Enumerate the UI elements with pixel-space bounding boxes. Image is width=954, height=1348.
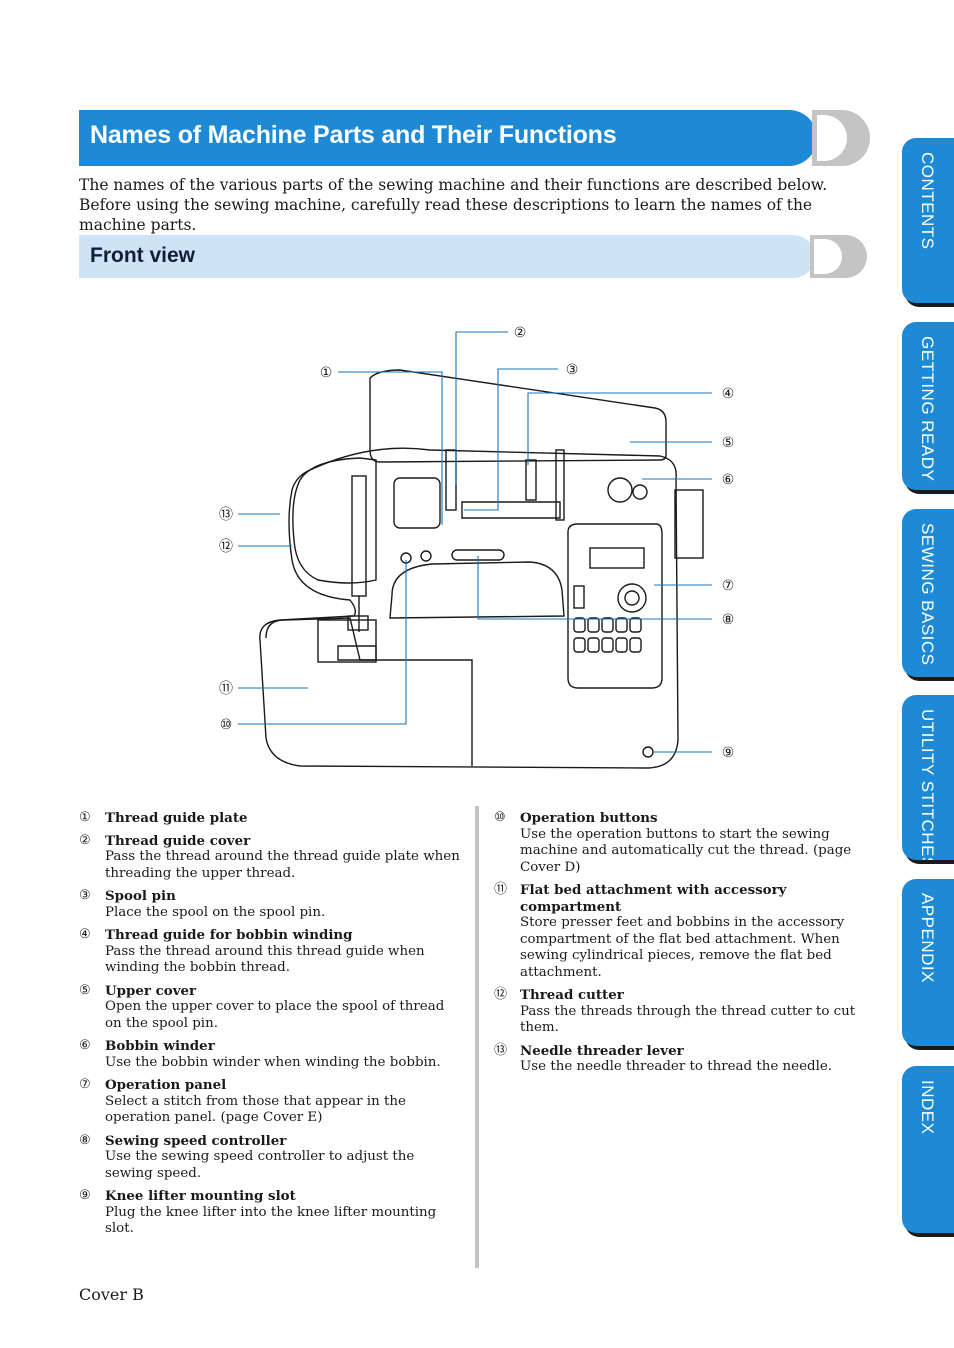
part-description: Use the needle threader to thread the ne… [520,1059,833,1074]
part-item: ⑪ Flat bed attachment with accessory comp… [494,882,872,981]
part-number: ② [79,832,91,848]
tab-getting-ready[interactable]: GETTING READY [902,322,954,490]
part-number: ⑧ [79,1132,91,1148]
callout-4: ④ [722,386,735,402]
callout-13: ⑬ [219,507,233,523]
part-item: ① Thread guide plate [79,810,464,827]
part-number: ⑦ [79,1077,91,1092]
part-name: Thread guide plate [105,810,248,826]
part-name: Upper cover [105,982,197,999]
callout-2: ② [514,325,527,341]
part-number: ⑤ [79,982,91,998]
part-name: Operation panel [105,1077,227,1093]
page-title-bar: Names of Machine Parts and Their Functio… [79,110,817,166]
part-description: Store presser feet and bobbins in the ac… [520,915,845,980]
callout-6: ⑥ [722,472,735,488]
part-name: Thread guide cover [105,832,251,849]
page-number-label: Cover B [79,1285,144,1304]
callout-9: ⑨ [722,745,735,761]
tab-sewing-basics[interactable]: SEWING BASICS [902,509,954,677]
part-name: Sewing speed controller [105,1132,287,1149]
part-description: Select a stitch from those that appear i… [105,1093,406,1126]
tab-index[interactable]: INDEX [902,1066,954,1233]
part-description: Open the upper cover to place the spool … [105,999,445,1031]
part-number: ④ [79,927,91,942]
part-name: Knee lifter mounting slot [105,1188,296,1204]
part-name: Thread cutter [520,987,624,1003]
part-number: ⑬ [494,1042,508,1058]
tab-index-label: INDEX [918,1080,937,1135]
part-name: Bobbin winder [105,1038,215,1054]
callout-8: ⑧ [722,612,735,628]
part-description: Use the sewing speed controller to adjus… [105,1149,415,1181]
part-description: Plug the knee lifter into the knee lifte… [105,1204,437,1237]
machine-illustration [259,369,704,769]
tab-utility-stitches-label: UTILITY STITCHES [918,709,937,860]
part-name: Needle threader lever [520,1042,684,1059]
callout-leader-lines [238,331,712,753]
callout-11: ⑪ [219,681,233,697]
part-number: ⑪ [494,882,508,897]
part-number: ⑩ [494,810,506,825]
part-name: Thread guide for bobbin winding [105,927,353,943]
column-divider [475,806,479,1268]
page-title: Names of Machine Parts and Their Functio… [90,121,617,149]
callout-3: ③ [566,362,579,378]
callout-1: ① [320,365,333,381]
part-number: ⑨ [79,1188,91,1203]
part-description: Use the bobbin winder when winding the b… [105,1054,441,1070]
callout-5: ⑤ [722,435,735,451]
part-name: Operation buttons [520,810,658,826]
tab-sewing-basics-label: SEWING BASICS [918,523,937,666]
section-title-bar: Front view [79,235,815,278]
tab-appendix-label: APPENDIX [918,893,937,983]
part-description: Pass the thread around this thread guide… [105,943,425,976]
tab-contents-label: CONTENTS [918,152,937,250]
part-number: ① [79,810,91,825]
callout-12: ⑫ [219,539,233,555]
part-description: Use the operation buttons to start the s… [520,826,852,875]
section-bar-cap-inner [814,239,842,274]
part-number: ③ [79,888,91,903]
part-description: Place the spool on the spool pin. [105,904,326,920]
callout-7: ⑦ [722,578,735,594]
part-name: Flat bed attachment with accessory compa… [520,882,787,915]
tab-utility-stitches[interactable]: UTILITY STITCHES [902,695,954,860]
sewing-machine-diagram: ① ② ③ ④ ⑤ ⑥ ⑦ ⑧ ⑨ ⑩ ⑪ ⑫ ⑬ [219,325,735,769]
tab-getting-ready-label: GETTING READY [918,336,937,482]
part-name: Spool pin [105,888,176,904]
tab-contents[interactable]: CONTENTS [902,138,954,303]
section-title: Front view [90,244,196,267]
part-description: Pass the threads through the thread cutt… [520,1003,856,1036]
callout-10: ⑩ [220,717,233,733]
part-number: ⑫ [494,987,508,1002]
part-number: ⑥ [79,1038,91,1053]
tab-appendix[interactable]: APPENDIX [902,879,954,1046]
part-description: Pass the thread around the thread guide … [105,849,460,881]
intro-paragraph: The names of the various parts of the se… [79,176,828,234]
